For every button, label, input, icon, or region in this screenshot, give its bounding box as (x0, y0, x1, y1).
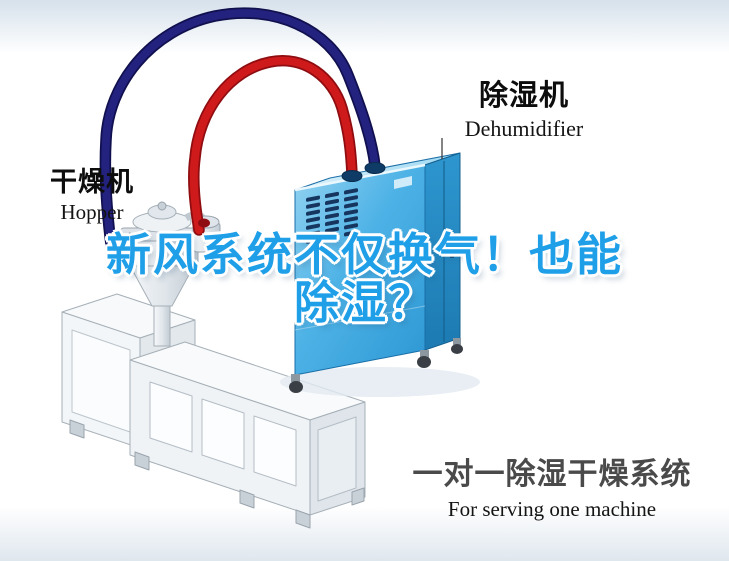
headline: 新风系统不仅换气！也能 除湿？ (0, 231, 729, 326)
front-sticker (394, 176, 412, 189)
return-air-pipe (101, 9, 379, 256)
machine-feet (69, 419, 365, 529)
side-door-handle (450, 243, 454, 258)
cabinet-shadow (280, 367, 480, 397)
cabinet-port-left (341, 170, 363, 182)
headline-line2: 除湿？ (293, 276, 435, 328)
air-pipes (99, 7, 381, 258)
dehumidifier-label: 除湿机 Dehumidifier (442, 72, 606, 142)
hopper-label-en: Hopper (60, 200, 124, 224)
hopper-label-cn: 干燥机 (50, 167, 134, 197)
blower-port (198, 218, 210, 228)
cabinet-port-right (364, 162, 386, 174)
caption-cn: 一对一除湿干燥系统 (412, 458, 692, 491)
dehumidifier-label-en: Dehumidifier (464, 116, 584, 141)
supply-air-pipe (189, 56, 356, 234)
caption-en: For serving one machine (447, 497, 657, 521)
casters (289, 338, 463, 393)
extruder-machine-illustration (61, 201, 366, 529)
vent-grille (306, 188, 358, 244)
dehumidifier-cabinet-illustration (289, 152, 463, 393)
hopper-label: 干燥机 Hopper (40, 160, 144, 225)
bottom-gradient-band (0, 506, 729, 561)
dehumidifier-label-cn: 除湿机 (478, 80, 569, 112)
caption: 一对一除湿干燥系统 For serving one machine (402, 449, 702, 522)
headline-line1: 新风系统不仅换气！也能 (105, 229, 623, 280)
top-gradient-band (0, 0, 729, 54)
